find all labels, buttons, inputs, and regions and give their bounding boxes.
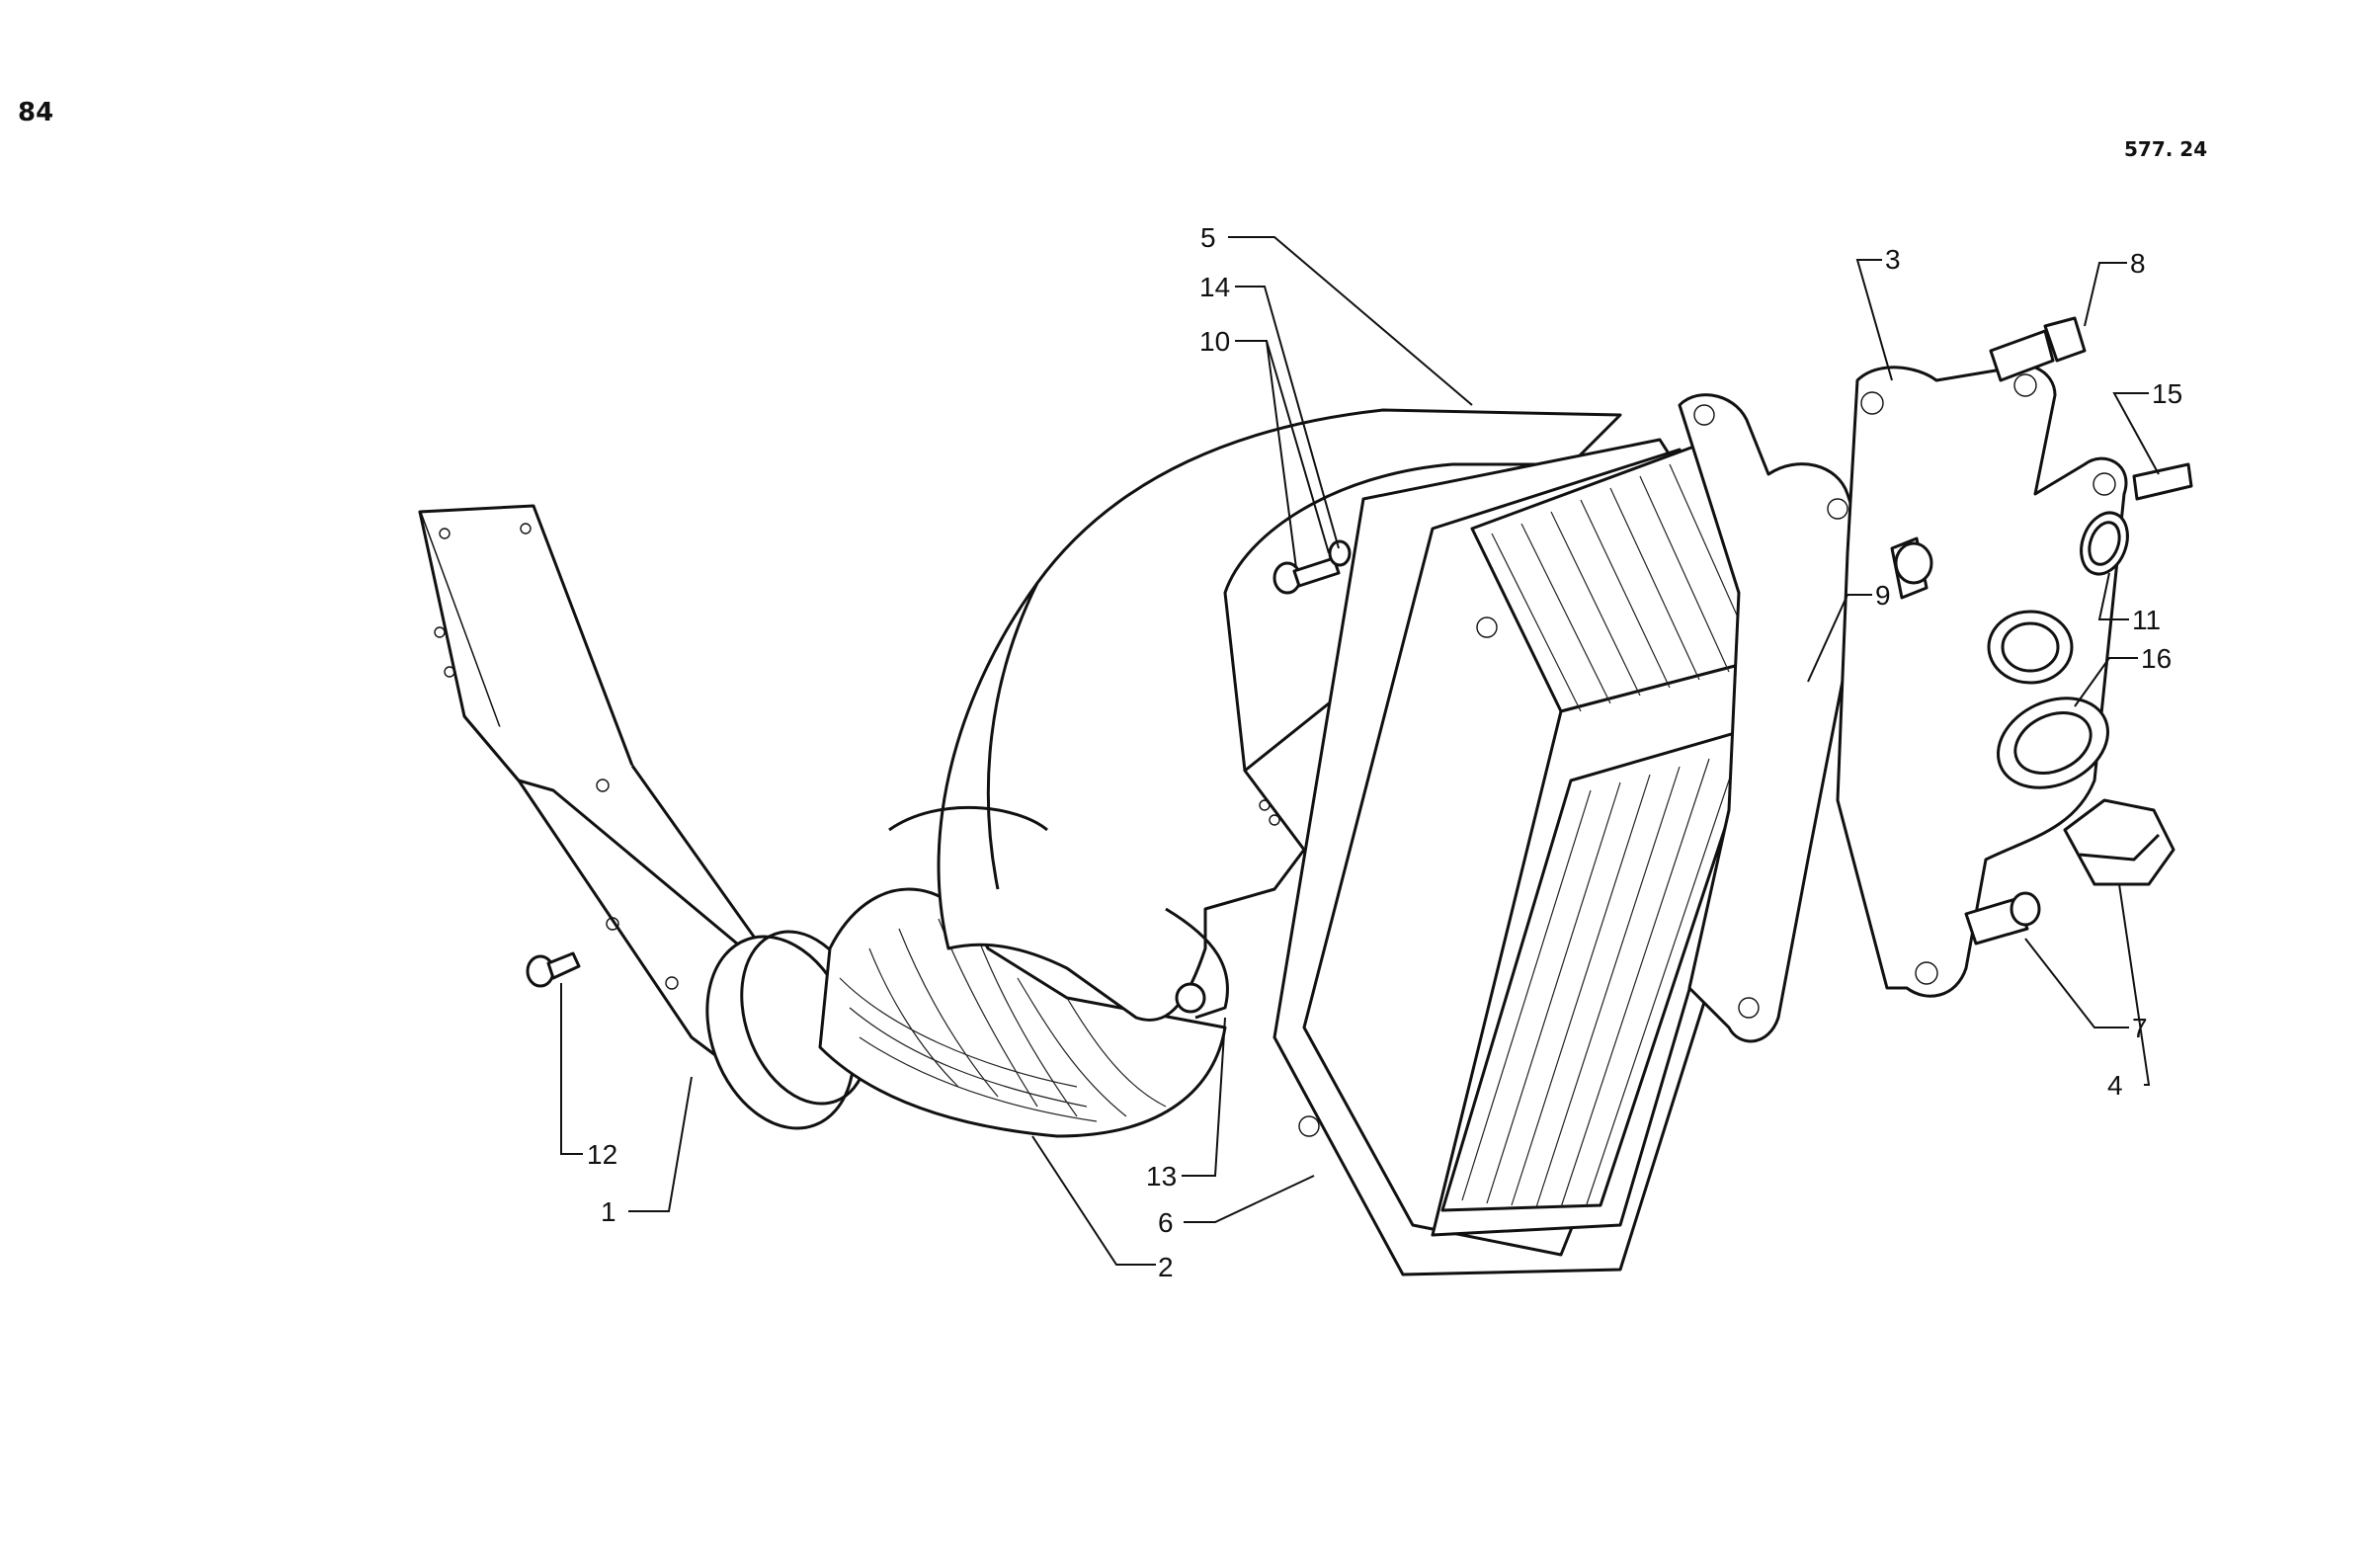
part-adapter-flange [1836, 363, 2128, 998]
callout-12: 12 [587, 1139, 617, 1170]
callout-13: 13 [1146, 1161, 1177, 1192]
callout-2: 2 [1158, 1252, 1174, 1282]
callout-5: 5 [1200, 222, 1216, 253]
callout-6: 6 [1158, 1207, 1174, 1238]
part-screw-10-14 [1272, 539, 1352, 595]
cooler-fins [1461, 463, 1760, 1208]
callout-1: 1 [601, 1196, 616, 1227]
callout-7: 7 [2132, 1013, 2148, 1043]
callout-10: 10 [1199, 326, 1230, 357]
part-shroud [937, 408, 1622, 1022]
part-stud-15 [2132, 462, 2193, 501]
callout-14: 14 [1199, 272, 1230, 302]
part-screw-7 [1964, 891, 2041, 945]
part-screw-12 [526, 951, 581, 988]
callout-9: 9 [1875, 580, 1891, 611]
callout-11: 11 [2132, 605, 2161, 635]
part-gasket [1678, 393, 1869, 1043]
part-bolt-8 [1989, 316, 2087, 382]
part-seal-11 [2080, 511, 2129, 576]
part-plug-4 [2063, 798, 2175, 886]
callout-16: 16 [2141, 643, 2172, 674]
callout-3: 3 [1885, 244, 1901, 275]
part-oil-cooler [1272, 438, 1810, 1276]
part-seal-16 [1997, 697, 2109, 789]
callout-8: 8 [2130, 248, 2146, 279]
leader-lines [560, 236, 2160, 1266]
part-flexible-hose [818, 887, 1227, 1138]
callout-labels: 1 2 3 4 5 6 7 8 9 10 11 12 13 14 15 16 [587, 222, 2182, 1282]
part-hose-clamp [888, 805, 1229, 1020]
page-number: 84 [18, 98, 53, 127]
callout-15: 15 [2152, 378, 2182, 409]
callout-4: 4 [2107, 1070, 2123, 1101]
figure-reference: 577. 24 [2124, 137, 2207, 161]
part-duct-elbow [418, 504, 870, 1130]
